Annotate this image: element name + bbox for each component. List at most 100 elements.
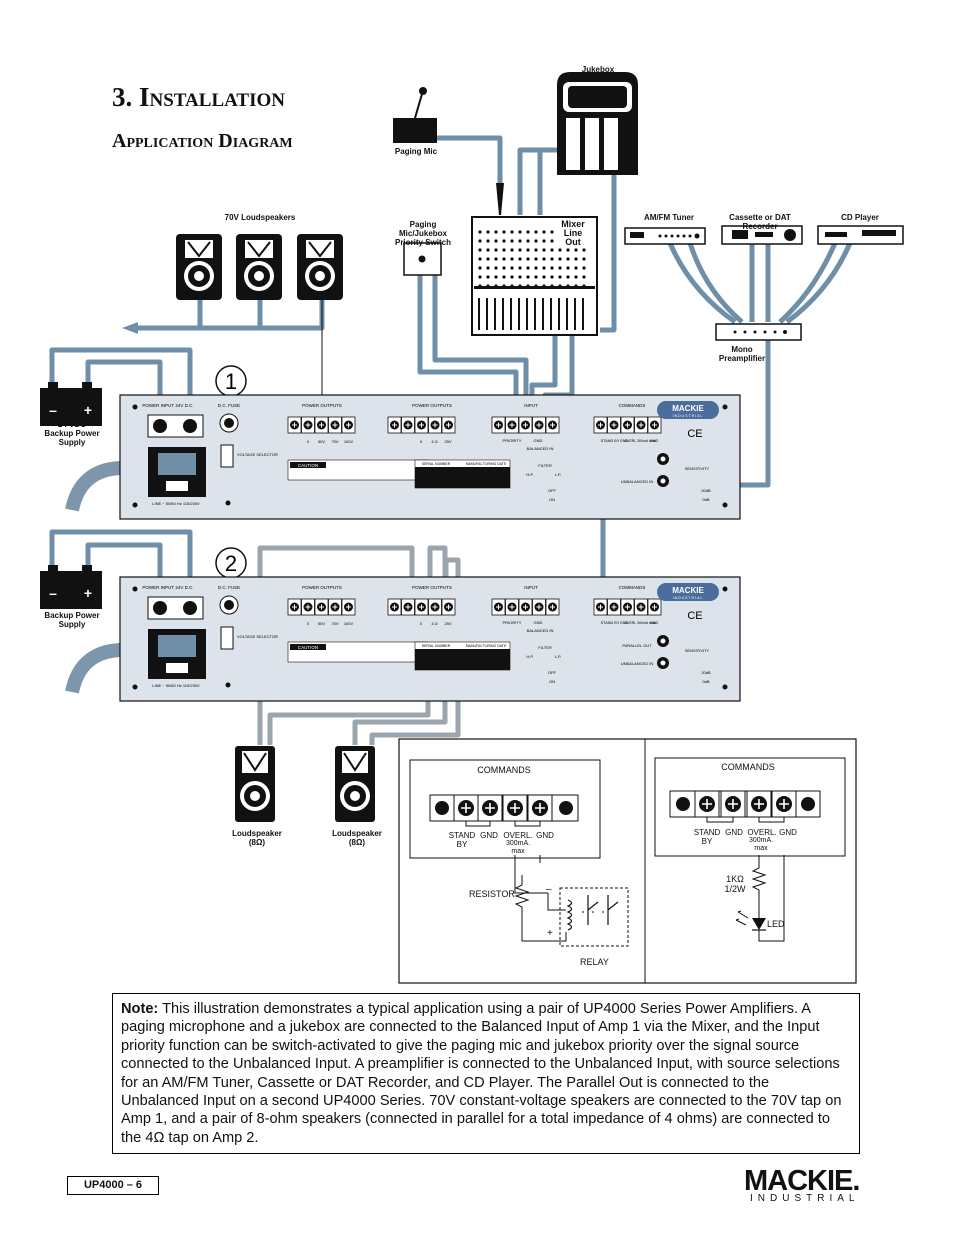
mixer-strip <box>474 286 595 289</box>
mixer-knob <box>534 257 538 261</box>
balanced-in-label: BALANCED IN <box>527 628 554 633</box>
mixer-fader <box>510 298 512 330</box>
cmd-overl: OVERL 300mA max <box>624 621 655 625</box>
tap-label-a: 70V <box>331 439 338 444</box>
mixer-knob <box>478 239 482 243</box>
mixer-knob <box>534 248 538 252</box>
mixer-knob <box>510 275 514 279</box>
screw-hole <box>132 502 138 508</box>
sensitivity-label: SENSITIVITY <box>685 648 710 653</box>
mixer-knob <box>550 275 554 279</box>
filter-label: FILTER <box>538 645 552 650</box>
mixer-knob <box>478 275 482 279</box>
power-input-label: POWER INPUT 24V D.C. <box>142 403 193 408</box>
jukebox <box>557 72 638 175</box>
jukebox-label: Jukebox <box>581 65 615 74</box>
mixer-knob <box>542 257 546 261</box>
mixer-knob <box>518 275 522 279</box>
mixer-knob <box>510 239 514 243</box>
serial-barcode <box>415 649 510 670</box>
mixer-fader <box>478 298 480 330</box>
mixer-knob <box>518 266 522 270</box>
jack-hole <box>660 660 666 666</box>
input-gnd-label: GND <box>534 438 543 443</box>
amp-brand: MACKIE <box>672 586 704 595</box>
amp2-number: 2 <box>225 551 237 576</box>
command-terminal <box>634 416 648 434</box>
mixer-knob <box>542 266 546 270</box>
output-terminal-b <box>441 416 456 434</box>
brand-sub: INDUSTRIAL <box>750 1193 860 1204</box>
dc-fuse-label: D.C. FUSE <box>218 403 240 408</box>
jack-hole <box>660 478 666 484</box>
resistor-value-label: 1KΩ 1/2W <box>724 874 746 894</box>
note-text: This illustration demonstrates a typical… <box>121 1001 842 1146</box>
detail-overl-right: OVERL. <box>747 828 777 837</box>
output-terminal-b <box>401 416 415 434</box>
mixer-knob <box>550 266 554 270</box>
output-terminal-b <box>401 598 415 616</box>
input-label: INPUT <box>524 585 538 590</box>
ac-socket <box>158 635 196 657</box>
mixer-knob <box>486 239 490 243</box>
command-terminal <box>607 598 621 616</box>
note-label: Note: <box>121 1001 159 1017</box>
mixer-knob <box>502 257 506 261</box>
mixer-knob <box>502 275 506 279</box>
mixer-knob <box>502 230 506 234</box>
mixer-knob <box>582 248 586 252</box>
commands-label: COMMANDS <box>619 403 646 408</box>
command-terminal <box>620 598 635 616</box>
relay-plus: + <box>547 928 553 939</box>
caution-label: CAUTION <box>298 645 318 650</box>
commands-label: COMMANDS <box>619 585 646 590</box>
detail-standby-left: STAND BY <box>448 831 476 849</box>
power-outputs-label-b: POWER OUTPUTS <box>412 585 452 590</box>
caution-banner <box>290 462 326 468</box>
amp-brand: MACKIE <box>672 404 704 413</box>
loudspeaker-left-label: Loudspeaker (8Ω) <box>232 829 282 847</box>
loudspeaker-8ohm-right <box>334 745 376 823</box>
mixer-knob <box>510 248 514 252</box>
jack-hole <box>660 638 666 644</box>
mixer-knob <box>574 266 578 270</box>
mixer-knob <box>486 266 490 270</box>
page-number: UP4000 – 6 <box>67 1176 159 1195</box>
screw-hole <box>722 586 728 592</box>
paging-mic <box>393 87 504 215</box>
mixer-knob <box>558 266 562 270</box>
mixer-knob <box>478 248 482 252</box>
section-subtitle: Application Diagram <box>112 130 293 152</box>
output-terminal-a <box>328 598 342 616</box>
dc-fuse-label: D.C. FUSE <box>218 585 240 590</box>
input-gnd-label: GND <box>534 620 543 625</box>
detail-ma-left: 300mA. max <box>505 840 531 855</box>
sensitivity-label: SENSITIVITY <box>685 466 710 471</box>
caution-label: CAUTION <box>298 463 318 468</box>
mixer-knob <box>542 248 546 252</box>
application-note: Note: This illustration demonstrates a t… <box>112 993 860 1155</box>
command-terminal <box>647 416 662 434</box>
jack-hole <box>660 456 666 462</box>
mixer-knob <box>534 275 538 279</box>
mixer-knob <box>478 266 482 270</box>
output-terminal-a <box>301 416 315 434</box>
output-terminal-a <box>287 598 302 616</box>
amp-brand-sub: INDUSTRIAL <box>673 596 704 600</box>
mixer-knob <box>582 275 586 279</box>
mixer-knob <box>478 230 482 234</box>
detail-gnd-right-2: GND <box>779 828 797 837</box>
screw-hole <box>132 684 138 690</box>
mixer-knob <box>566 266 570 270</box>
dc-post-minus <box>153 419 167 433</box>
cmd-gnd: GND <box>620 621 629 625</box>
input-terminal <box>505 416 519 434</box>
cassette-dat-label: Cassette or DAT Recorder <box>729 213 791 231</box>
input-terminal <box>505 598 519 616</box>
mixer-knob <box>486 248 490 252</box>
tap-label-b: 0 <box>420 621 423 626</box>
output-terminal-b <box>387 416 402 434</box>
input-terminal <box>532 598 546 616</box>
off-label: OFF <box>548 488 557 493</box>
mixer-knob <box>518 239 522 243</box>
